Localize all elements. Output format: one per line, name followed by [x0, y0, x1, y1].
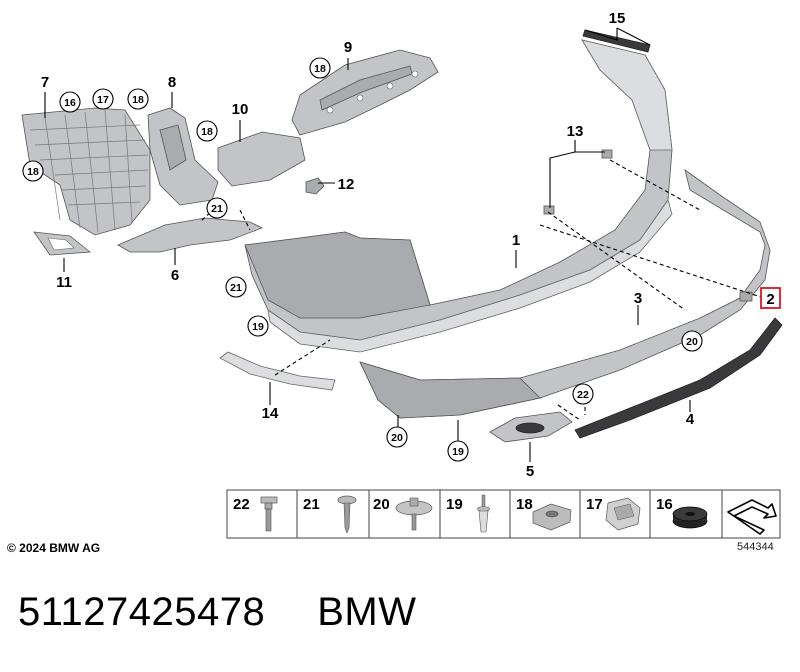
svg-text:21: 21	[230, 282, 242, 294]
circled-21-a: 21	[206, 197, 228, 219]
circled-18-a: 18	[309, 57, 331, 79]
highlighted-part-2[interactable]: 2	[760, 287, 781, 309]
circled-18-d: 18	[22, 160, 44, 182]
svg-text:20: 20	[391, 432, 403, 444]
fastener-18: 18	[516, 496, 572, 531]
circled-20-b: 20	[386, 426, 408, 448]
part-13-clip-b	[601, 149, 613, 159]
part-9-bracket	[291, 49, 439, 136]
part-4-diffuser-strip	[574, 317, 783, 439]
svg-text:17: 17	[586, 496, 603, 513]
part-15-strip	[582, 29, 651, 53]
svg-text:19: 19	[252, 321, 264, 333]
circled-18-c: 18	[196, 120, 218, 142]
part-5-exhaust-trim	[489, 411, 573, 443]
circled-19-b: 19	[447, 440, 469, 462]
part-13-clip-a	[543, 205, 555, 215]
svg-text:21: 21	[211, 203, 223, 215]
copyright-text: © 2024 BMW AG	[7, 541, 101, 555]
fastener-16: 16	[656, 496, 708, 529]
svg-text:16: 16	[64, 97, 76, 109]
part-8-bracket	[147, 107, 219, 206]
part-12-clip	[305, 177, 325, 195]
circled-16: 16	[59, 91, 81, 113]
callout-8: 8	[168, 74, 176, 91]
callout-14: 14	[262, 405, 279, 422]
footer-caption: 51127425478 BMW	[18, 590, 417, 635]
callout-9: 9	[344, 39, 352, 56]
svg-text:21: 21	[303, 496, 320, 513]
callout-12: 12	[338, 176, 355, 193]
callout-13: 13	[567, 123, 584, 140]
callout-5: 5	[526, 463, 534, 480]
legend-arrow-icon	[727, 499, 777, 535]
callout-11: 11	[56, 274, 72, 291]
circled-18-b: 18	[127, 88, 149, 110]
svg-text:18: 18	[132, 94, 144, 106]
diagram-id: 544344	[737, 541, 774, 553]
svg-text:18: 18	[314, 63, 326, 75]
svg-text:18: 18	[27, 166, 39, 178]
svg-text:18: 18	[201, 126, 213, 138]
part-7-grid-bracket	[21, 107, 151, 236]
circled-19-a: 19	[247, 315, 269, 337]
callout-1: 1	[512, 232, 520, 249]
part-14-strip	[219, 351, 336, 391]
circled-22: 22	[572, 383, 594, 405]
svg-text:19: 19	[446, 496, 463, 513]
callout-3: 3	[634, 290, 642, 307]
fastener-22: 22	[233, 496, 278, 532]
svg-text:22: 22	[577, 389, 589, 401]
part-2-plate	[739, 291, 753, 302]
svg-text:18: 18	[516, 496, 533, 513]
svg-text:2: 2	[766, 291, 774, 308]
callout-10: 10	[232, 101, 249, 118]
part-number: 51127425478	[18, 590, 266, 634]
brand-name: BMW	[317, 590, 417, 634]
part-10-cover	[217, 131, 306, 187]
fastener-17: 17	[586, 496, 641, 531]
callout-6: 6	[171, 267, 179, 284]
callout-15: 15	[609, 10, 626, 27]
part-1-bumper-cover	[244, 39, 673, 353]
circled-20-a: 20	[681, 330, 703, 352]
fastener-21: 21	[303, 495, 357, 534]
fastener-legend: 22 21 20 19 18 17	[226, 489, 781, 539]
svg-text:20: 20	[373, 496, 390, 513]
parts-diagram: 15 9 7 8 10 13 12 1 11 6 3 14 4 5 18 16 …	[21, 10, 783, 539]
fastener-20: 20	[373, 496, 433, 531]
svg-text:17: 17	[97, 94, 109, 106]
svg-text:20: 20	[686, 336, 698, 348]
svg-text:19: 19	[452, 446, 464, 458]
callout-4: 4	[686, 411, 695, 428]
part-3-lower-trim	[359, 169, 771, 419]
fastener-19: 19	[446, 494, 490, 533]
part-11-frame	[33, 231, 92, 256]
svg-text:22: 22	[233, 496, 250, 513]
callout-7: 7	[41, 74, 49, 91]
part-6-bracket	[117, 217, 263, 253]
svg-text:16: 16	[656, 496, 673, 513]
circled-17: 17	[92, 88, 114, 110]
circled-21-b: 21	[225, 276, 247, 298]
